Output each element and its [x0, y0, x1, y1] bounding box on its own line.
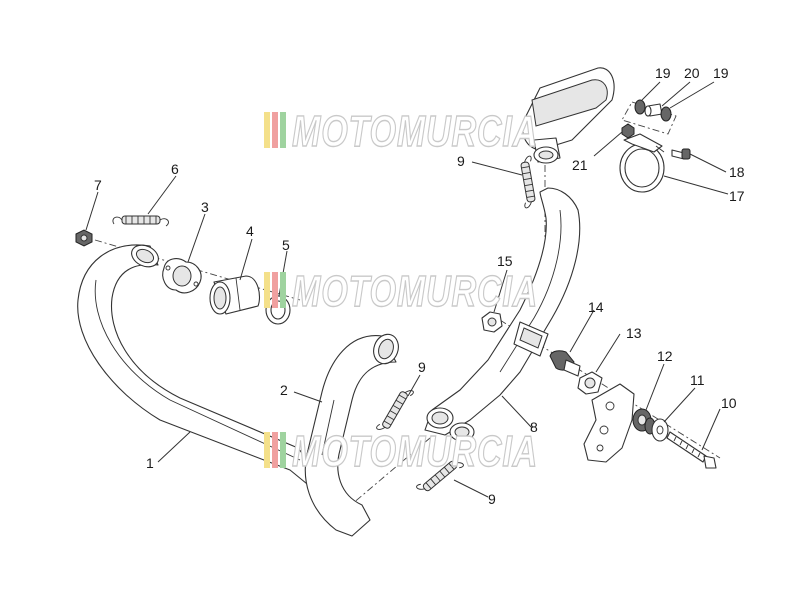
flange-gasket-3 — [162, 258, 202, 294]
muffler — [522, 67, 615, 164]
callout-1: 1 — [146, 455, 154, 471]
callout-5: 5 — [282, 237, 290, 253]
callout-6: 6 — [171, 161, 179, 177]
screw-18 — [671, 148, 691, 160]
callout-21: 21 — [572, 157, 588, 173]
callout-15: 15 — [497, 253, 513, 269]
callout-14: 14 — [588, 299, 604, 315]
callout-8: 8 — [530, 419, 538, 435]
callout-9-middle: 9 — [418, 359, 426, 375]
watermark-stripe — [264, 112, 270, 148]
callout-12: 12 — [657, 348, 673, 364]
watermark-stripe — [280, 432, 286, 468]
mounting-bracket — [583, 383, 635, 463]
watermark-stripe — [264, 432, 270, 468]
callout-20: 20 — [684, 65, 700, 81]
nut-7 — [75, 229, 93, 247]
washer-19-right — [660, 106, 672, 122]
callout-19-right: 19 — [713, 65, 729, 81]
watermark-stripe — [272, 112, 278, 148]
watermark-text: MOTOMURCIA — [292, 427, 538, 476]
header-pipe-1 — [77, 244, 323, 489]
callout-10: 10 — [721, 395, 737, 411]
bushing-14 — [549, 350, 581, 377]
callout-9-top: 9 — [457, 153, 465, 169]
callout-2: 2 — [280, 382, 288, 398]
collector-pipe-8 — [424, 187, 581, 442]
clamp-17 — [619, 133, 665, 193]
watermark-stripe — [264, 272, 270, 308]
washer-11 — [651, 418, 669, 442]
callout-9-bottom: 9 — [488, 491, 496, 507]
spring-9-top — [520, 155, 536, 209]
watermark-text: MOTOMURCIA — [292, 107, 538, 156]
callout-13: 13 — [626, 325, 642, 341]
bolt-10 — [666, 431, 717, 469]
watermark-bottom: MOTOMURCIA — [264, 426, 538, 477]
nut-21 — [621, 123, 635, 139]
callout-19-left: 19 — [655, 65, 671, 81]
watermark-text: MOTOMURCIA — [292, 267, 538, 316]
header-pipe-2 — [304, 333, 399, 537]
callout-7: 7 — [94, 177, 102, 193]
callout-3: 3 — [201, 199, 209, 215]
watermark-middle: MOTOMURCIA — [264, 266, 538, 317]
watermark-stripe — [280, 272, 286, 308]
leader-lines — [85, 81, 729, 498]
spring-9-bottom — [416, 460, 464, 492]
watermark-top: MOTOMURCIA — [264, 106, 538, 157]
nut-15 — [481, 311, 503, 333]
callout-18: 18 — [729, 164, 745, 180]
washer-19-left — [634, 99, 646, 115]
callout-11: 11 — [690, 372, 705, 388]
sleeve-4 — [209, 275, 261, 315]
watermark-stripe — [272, 432, 278, 468]
pin-20 — [644, 103, 663, 117]
spring-6 — [112, 215, 169, 227]
spacer-13 — [577, 371, 603, 395]
callout-4: 4 — [246, 223, 254, 239]
watermark-stripe — [272, 272, 278, 308]
spring-9-middle — [376, 390, 414, 430]
callout-17: 17 — [729, 188, 745, 204]
watermark-stripe — [280, 112, 286, 148]
callout-numbers: 1 2 3 4 5 6 7 8 9 9 9 10 11 12 13 14 15 … — [94, 65, 745, 507]
